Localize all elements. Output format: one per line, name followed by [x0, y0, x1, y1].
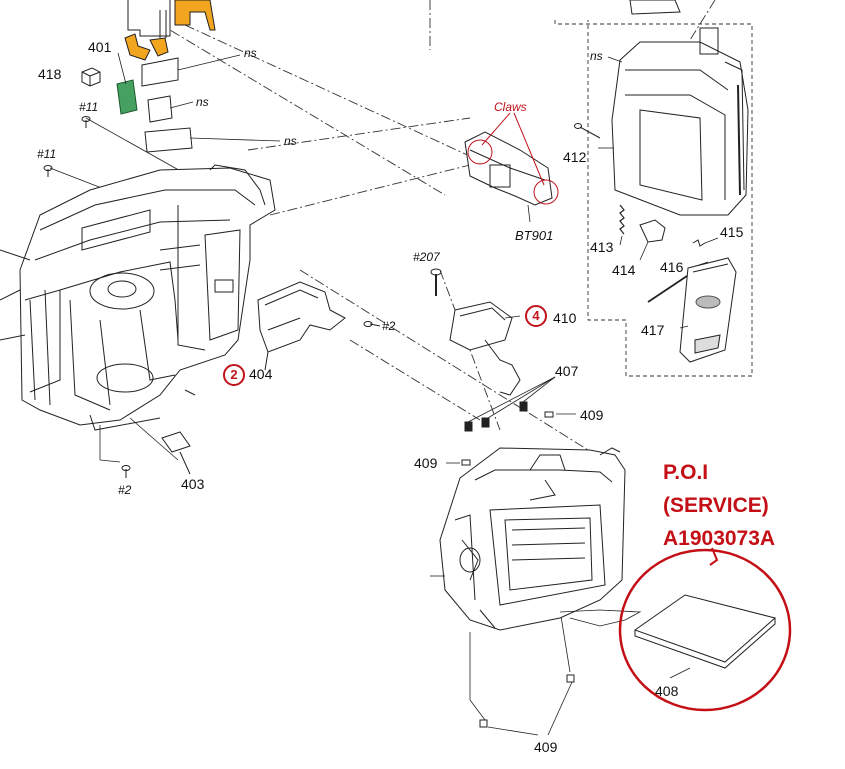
leader-lines-body	[99, 417, 179, 463]
poi-service-note: P.O.I (SERVICE) A1903073A	[663, 456, 775, 555]
part-401-pcb	[116, 79, 138, 115]
label-416: 416	[660, 259, 684, 275]
label-ns-3: ns	[284, 134, 297, 148]
part-409-pads	[446, 411, 576, 736]
label-ns-4: ns	[590, 49, 603, 63]
poi-line-2: (SERVICE)	[663, 494, 769, 517]
label-ns-2: ns	[196, 95, 209, 109]
main-body-chassis	[0, 164, 276, 431]
label-403: 403	[181, 476, 205, 492]
part-404-bracket	[257, 281, 346, 371]
top-flex-assembly	[124, 0, 216, 61]
label-claws: Claws	[494, 100, 527, 114]
mirror-box-assembly	[430, 447, 642, 631]
label-417: 417	[641, 322, 665, 338]
label-413: 413	[590, 239, 614, 255]
step-4-badge: 4	[525, 305, 547, 327]
part-408-sheet	[633, 594, 777, 679]
part-410-board	[449, 301, 521, 396]
label-412: 412	[563, 149, 587, 165]
label-screw-11-top: #11	[79, 100, 99, 114]
screw-11-top	[81, 116, 91, 128]
label-screw-207: #207	[413, 250, 440, 264]
screw-11-left	[43, 165, 53, 177]
poi-line-3: A1903073A	[663, 527, 776, 550]
label-409-left: 409	[414, 455, 438, 471]
part-407-springs	[464, 376, 556, 432]
label-screw-2-bottom: #2	[118, 483, 132, 497]
label-410: 410	[553, 310, 577, 326]
part-413-spring	[619, 204, 625, 246]
label-ns-1: ns	[244, 46, 257, 60]
part-417-battery-door	[679, 257, 737, 363]
part-412-screw	[574, 123, 614, 149]
insulation-sheets	[141, 57, 193, 153]
part-403-sheet	[161, 431, 191, 475]
part-bt901-holder	[464, 112, 559, 223]
label-bt901: BT901	[515, 228, 554, 243]
poi-highlight-circle	[618, 547, 792, 712]
label-407: 407	[555, 363, 579, 379]
label-screw-11-left: #11	[37, 147, 57, 161]
battery-chamber	[607, 0, 749, 216]
label-404: 404	[249, 366, 273, 382]
label-409-top: 409	[580, 407, 604, 423]
part-415-spring	[692, 237, 719, 247]
label-409-bottom: 409	[534, 739, 558, 755]
screw-207	[430, 268, 442, 296]
poi-line-1: P.O.I	[663, 461, 709, 484]
label-414: 414	[612, 262, 636, 278]
label-401: 401	[88, 39, 112, 55]
step-2-badge: 2	[223, 364, 245, 386]
label-415: 415	[720, 224, 744, 240]
screw-2-bottom	[121, 465, 131, 478]
screw-2-right	[363, 321, 381, 327]
label-408: 408	[655, 683, 679, 699]
part-418-block	[81, 67, 101, 87]
label-418: 418	[38, 66, 62, 82]
part-414-latch	[639, 219, 666, 261]
label-screw-2-right: #2	[382, 319, 396, 333]
battery-box-outline	[554, 20, 753, 377]
